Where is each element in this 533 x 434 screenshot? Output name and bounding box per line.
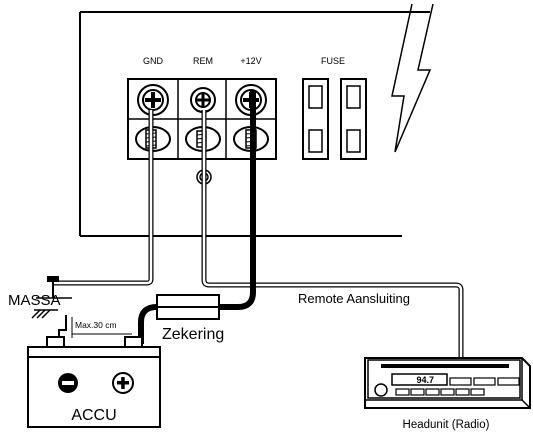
fuse-holder-1 bbox=[302, 78, 329, 160]
gnd-label: GND bbox=[143, 56, 164, 66]
rem-screw-icon bbox=[190, 87, 216, 113]
length-indicator bbox=[71, 317, 132, 338]
battery-icon bbox=[27, 336, 161, 428]
accu-label: ACCU bbox=[71, 407, 116, 424]
gnd-screw-icon bbox=[137, 84, 169, 116]
plus12v-label: +12V bbox=[240, 56, 261, 66]
headunit-icon: 94.7 bbox=[364, 357, 531, 409]
max-length-label: Max.30 cm bbox=[75, 320, 117, 330]
inline-fuse-icon bbox=[156, 294, 220, 320]
radio-display bbox=[391, 373, 448, 386]
fuse-label: FUSE bbox=[321, 56, 345, 66]
headunit-label: Headunit (Radio) bbox=[403, 419, 490, 431]
cd-slot bbox=[381, 364, 509, 368]
break-symbol bbox=[391, 3, 434, 153]
fuse-holder-2 bbox=[340, 78, 367, 160]
ground-symbol-icon bbox=[31, 276, 72, 319]
massa-label: MASSA bbox=[8, 292, 61, 309]
zekering-label: Zekering bbox=[162, 326, 224, 343]
remote-label: Remote Aansluiting bbox=[298, 291, 410, 306]
rem-label: REM bbox=[193, 56, 213, 66]
volume-knob-icon bbox=[374, 383, 388, 397]
gnd-wire bbox=[53, 110, 154, 286]
amplifier-body bbox=[79, 3, 434, 237]
remote-wire bbox=[201, 110, 464, 360]
radio-frequency: 94.7 bbox=[416, 375, 434, 385]
